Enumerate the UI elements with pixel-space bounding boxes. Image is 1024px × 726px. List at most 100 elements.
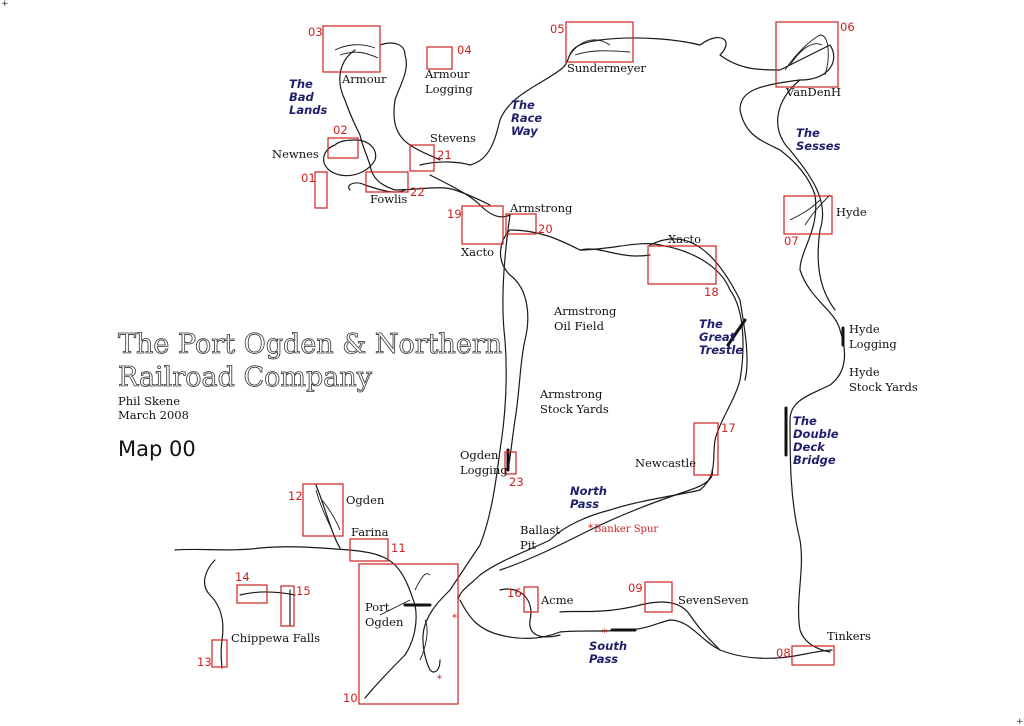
- track-port-ogden-yard: [379, 573, 431, 661]
- section-box-12[interactable]: [302, 483, 344, 537]
- place-hyde: Hyde: [836, 205, 867, 219]
- region-sesses-line1: The: [796, 126, 820, 140]
- track-chippewa: [203, 559, 296, 669]
- section-box-20[interactable]: [505, 213, 537, 235]
- place-ballast-pit-line2: Pit: [520, 538, 536, 552]
- place-port-ogden-line2: Ogden: [365, 615, 404, 629]
- region-race-way-line2: Race: [511, 111, 542, 125]
- port-ogden-asterisk-lower: *: [437, 674, 442, 685]
- section-box-23[interactable]: [504, 451, 517, 475]
- section-box-21[interactable]: [409, 144, 435, 172]
- section-box-03[interactable]: [322, 25, 381, 73]
- track-sundermeyer-yard: [569, 39, 631, 56]
- place-port-ogden-line1: Port: [365, 600, 390, 614]
- section-label-07: 07: [784, 234, 799, 248]
- region-double-deck-line4: Bridge: [793, 453, 836, 467]
- section-label-02: 02: [333, 123, 348, 137]
- track-great-trestle: [726, 318, 747, 347]
- section-box-09[interactable]: [644, 581, 673, 613]
- section-label-05: 05: [550, 22, 565, 36]
- track-main-east: [469, 36, 846, 653]
- section-label-18: 18: [704, 285, 719, 299]
- section-label-03: 03: [308, 25, 323, 39]
- region-great-trestle-line3: Trestle: [699, 343, 743, 357]
- place-armour-logging-line1: Armour: [424, 67, 470, 81]
- section-box-16[interactable]: [523, 586, 539, 613]
- map-title-line2: Railroad Company: [118, 362, 373, 393]
- section-label-12: 12: [288, 489, 303, 503]
- track-ogden-yard: [315, 489, 341, 531]
- region-great-trestle-line1: The: [699, 317, 723, 331]
- region-race-way-line3: Way: [511, 124, 538, 138]
- place-armstrong-oil-line1: Armstrong: [553, 304, 617, 318]
- section-label-20: 20: [538, 222, 553, 236]
- banker-spur-asterisk: *: [588, 523, 593, 534]
- section-label-23: 23: [509, 475, 524, 489]
- section-box-22[interactable]: [365, 171, 409, 193]
- place-armstrong-stock-line2: Stock Yards: [540, 402, 609, 416]
- section-box-17[interactable]: [693, 422, 719, 476]
- section-label-09: 09: [628, 581, 643, 595]
- section-box-07[interactable]: [783, 195, 833, 235]
- section-box-19[interactable]: [461, 205, 504, 245]
- section-box-06[interactable]: [775, 21, 839, 88]
- section-box-15[interactable]: [280, 585, 295, 627]
- region-double-deck-line2: Double: [793, 427, 839, 441]
- region-labels: The Bad Lands The Race Way The Sesses Th…: [289, 77, 841, 666]
- track-network: [174, 34, 846, 699]
- track-south-inner: [499, 588, 721, 651]
- place-farina: Farina: [351, 525, 389, 539]
- place-hyde-logging-line1: Hyde: [849, 322, 880, 336]
- south-pass-asterisk: *: [602, 628, 607, 639]
- section-box-18[interactable]: [647, 245, 717, 285]
- place-labels: Armour Armour Logging Sundermeyer VanDen…: [231, 61, 918, 645]
- region-north-pass-line2: Pass: [570, 497, 599, 511]
- place-ogden: Ogden: [346, 493, 385, 507]
- track-north-pass: [499, 469, 714, 571]
- section-box-10[interactable]: [358, 563, 459, 705]
- section-box-13[interactable]: [211, 639, 228, 668]
- section-box-05[interactable]: [565, 21, 634, 63]
- section-label-04: 04: [457, 43, 472, 57]
- track-vandenh-yard: [784, 34, 829, 76]
- corner-mark-top-left: +: [1, 0, 9, 9]
- corner-mark-bottom-right: +: [1016, 717, 1024, 726]
- section-label-14: 14: [235, 570, 250, 584]
- section-box-02[interactable]: [327, 137, 359, 159]
- place-newnes: Newnes: [272, 147, 319, 161]
- track-raceway: [419, 161, 511, 218]
- track-main-south: [422, 214, 511, 673]
- section-box-14[interactable]: [236, 584, 268, 604]
- track-fowlis: [348, 182, 406, 193]
- title-block: The Port Ogden & Northern Railroad Compa…: [118, 329, 503, 461]
- section-label-21: 21: [437, 148, 452, 162]
- region-double-deck-line3: Deck: [793, 440, 826, 454]
- region-north-pass-line1: North: [570, 484, 607, 498]
- place-xacto-west: Xacto: [461, 245, 494, 259]
- section-box-04[interactable]: [426, 46, 453, 70]
- place-acme: Acme: [540, 593, 574, 607]
- track-newnes-loop: [323, 139, 377, 177]
- place-stevens: Stevens: [430, 131, 476, 145]
- port-ogden-asterisk-upper: *: [452, 613, 457, 624]
- place-ogden-logging-line2: Logging: [460, 463, 508, 477]
- region-south-pass-line1: South: [589, 639, 627, 653]
- region-double-deck-line1: The: [793, 414, 817, 428]
- region-bad-lands-line2: Bad: [289, 90, 315, 104]
- place-hyde-logging-line2: Logging: [849, 337, 897, 351]
- region-race-way-line1: The: [511, 98, 535, 112]
- section-box-08[interactable]: [791, 645, 835, 666]
- place-sevenseven: SevenSeven: [678, 593, 749, 607]
- track-hyde-yard: [789, 194, 831, 226]
- place-ballast-pit-line1: Ballast: [520, 523, 560, 537]
- track-center-loop: [457, 229, 744, 601]
- track-west-upper: [339, 49, 491, 206]
- section-box-01[interactable]: [314, 171, 328, 209]
- region-bad-lands-line1: The: [289, 77, 313, 91]
- section-box-11[interactable]: [349, 538, 389, 562]
- map-name: Map 00: [118, 437, 196, 461]
- place-armstrong-stock-line1: Armstrong: [539, 387, 603, 401]
- place-tinkers: Tinkers: [827, 629, 871, 643]
